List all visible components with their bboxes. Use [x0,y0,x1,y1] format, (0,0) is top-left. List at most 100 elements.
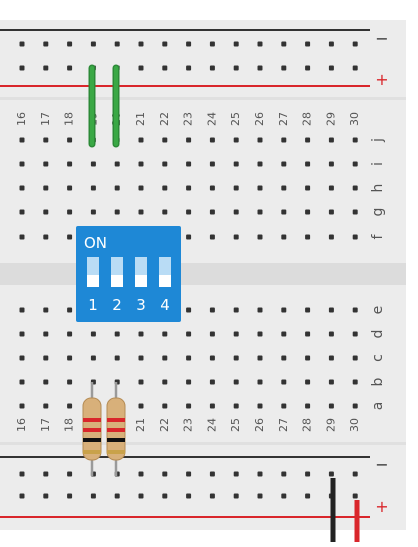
rail-hole[interactable] [186,65,192,71]
rail-hole[interactable] [162,471,168,477]
breadboard-hole[interactable] [90,331,96,337]
breadboard-hole[interactable] [352,137,358,143]
rail-hole[interactable] [328,41,334,47]
breadboard-hole[interactable] [43,379,49,385]
breadboard-hole[interactable] [67,185,73,191]
breadboard-hole[interactable] [43,161,49,167]
breadboard-hole[interactable] [257,331,263,337]
breadboard-hole[interactable] [138,209,144,215]
dip-toggle-1[interactable] [87,257,99,287]
breadboard-hole[interactable] [138,185,144,191]
breadboard-hole[interactable] [162,379,168,385]
breadboard-hole[interactable] [281,331,287,337]
breadboard-hole[interactable] [328,161,334,167]
breadboard-hole[interactable] [186,355,192,361]
breadboard-hole[interactable] [328,209,334,215]
breadboard-hole[interactable] [257,161,263,167]
breadboard-hole[interactable] [162,137,168,143]
breadboard-hole[interactable] [328,307,334,313]
breadboard-hole[interactable] [67,161,73,167]
dip-toggle-3[interactable] [135,257,147,287]
breadboard-hole[interactable] [162,185,168,191]
breadboard-hole[interactable] [328,355,334,361]
breadboard-hole[interactable] [67,355,73,361]
rail-hole[interactable] [305,65,311,71]
breadboard-hole[interactable] [19,185,25,191]
breadboard-hole[interactable] [90,209,96,215]
rail-hole[interactable] [281,493,287,499]
breadboard-hole[interactable] [305,234,311,240]
breadboard-hole[interactable] [328,379,334,385]
rail-hole[interactable] [209,41,215,47]
breadboard-hole[interactable] [114,355,120,361]
breadboard-hole[interactable] [114,185,120,191]
rail-hole[interactable] [162,65,168,71]
breadboard-hole[interactable] [233,307,239,313]
breadboard-hole[interactable] [43,185,49,191]
breadboard-hole[interactable] [67,379,73,385]
breadboard-hole[interactable] [281,185,287,191]
breadboard-hole[interactable] [233,234,239,240]
breadboard-hole[interactable] [67,331,73,337]
breadboard-hole[interactable] [19,379,25,385]
rail-hole[interactable] [19,65,25,71]
breadboard-hole[interactable] [186,161,192,167]
rail-hole[interactable] [305,493,311,499]
breadboard-hole[interactable] [138,137,144,143]
breadboard-hole[interactable] [233,161,239,167]
breadboard-hole[interactable] [90,185,96,191]
breadboard-hole[interactable] [305,331,311,337]
rail-hole[interactable] [209,471,215,477]
breadboard-hole[interactable] [209,307,215,313]
breadboard-hole[interactable] [257,403,263,409]
breadboard-hole[interactable] [305,403,311,409]
rail-hole[interactable] [43,41,49,47]
breadboard-hole[interactable] [162,209,168,215]
breadboard-hole[interactable] [19,307,25,313]
rail-hole[interactable] [67,493,73,499]
rail-hole[interactable] [281,41,287,47]
rail-hole[interactable] [209,65,215,71]
breadboard-hole[interactable] [43,403,49,409]
breadboard-hole[interactable] [19,234,25,240]
breadboard-hole[interactable] [114,161,120,167]
rail-hole[interactable] [43,493,49,499]
rail-hole[interactable] [90,493,96,499]
breadboard-hole[interactable] [233,331,239,337]
dip-toggle-4[interactable] [159,257,171,287]
breadboard-hole[interactable] [43,234,49,240]
breadboard-hole[interactable] [138,403,144,409]
rail-hole[interactable] [43,65,49,71]
breadboard-hole[interactable] [281,234,287,240]
breadboard-hole[interactable] [186,307,192,313]
breadboard-hole[interactable] [352,403,358,409]
breadboard-hole[interactable] [138,161,144,167]
breadboard-hole[interactable] [209,185,215,191]
breadboard-hole[interactable] [281,355,287,361]
breadboard-hole[interactable] [352,307,358,313]
breadboard-hole[interactable] [138,331,144,337]
breadboard-hole[interactable] [281,137,287,143]
rail-hole[interactable] [138,41,144,47]
breadboard-hole[interactable] [233,379,239,385]
breadboard-hole[interactable] [186,331,192,337]
rail-hole[interactable] [162,41,168,47]
breadboard-hole[interactable] [257,209,263,215]
rail-hole[interactable] [19,41,25,47]
breadboard-hole[interactable] [257,137,263,143]
rail-hole[interactable] [138,493,144,499]
breadboard-hole[interactable] [19,331,25,337]
breadboard-hole[interactable] [209,403,215,409]
resistors[interactable] [82,382,126,476]
breadboard-hole[interactable] [19,403,25,409]
breadboard-hole[interactable] [352,355,358,361]
breadboard-hole[interactable] [328,234,334,240]
breadboard-hole[interactable] [138,355,144,361]
breadboard-hole[interactable] [19,209,25,215]
breadboard-hole[interactable] [305,209,311,215]
breadboard-hole[interactable] [138,379,144,385]
rail-hole[interactable] [114,41,120,47]
breadboard-hole[interactable] [67,307,73,313]
breadboard-hole[interactable] [257,355,263,361]
